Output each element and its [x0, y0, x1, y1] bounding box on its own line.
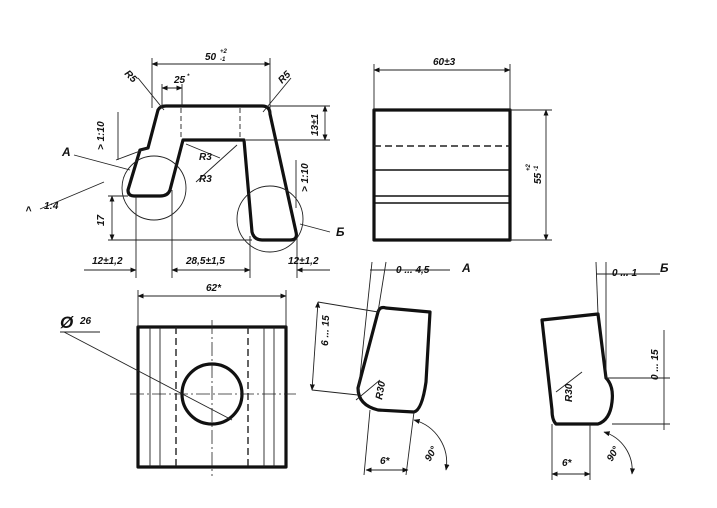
slope-left-lower: 1:4: [44, 201, 59, 212]
dim-55-tol-lower: -1: [534, 165, 540, 171]
detail-a-dim-left: 6 ... 15: [320, 315, 332, 346]
radius-r3-lower: R3: [199, 174, 212, 185]
dim-62: 62*: [206, 283, 222, 294]
slope-left-upper: > 1:10: [96, 121, 107, 150]
dim-55-tol-upper: +2: [526, 163, 532, 171]
detail-circle-b: [236, 185, 304, 253]
side-outline: [372, 108, 512, 242]
radius-r5-left: R5: [122, 68, 139, 85]
slope-marker-1-4: >: [24, 206, 35, 212]
radius-r5-right: R5: [276, 69, 293, 86]
detail-a-title: А: [461, 261, 471, 275]
dim-12-left: 12±1,2: [92, 256, 123, 267]
leader: [115, 147, 149, 161]
detail-b-radius: R30: [564, 383, 575, 402]
detail-b-dim-right: 0 ... 15: [650, 349, 661, 380]
diameter-symbol: Ø: [60, 313, 74, 332]
detail-a-profile: [356, 305, 432, 414]
dim-55: 55: [533, 172, 544, 184]
dim-12-right: 12±1,2: [288, 256, 319, 267]
detail-a-radius: R30: [374, 380, 388, 400]
detail-b-profile: [540, 312, 614, 426]
detail-b-dim-top: 0 ... 1: [612, 268, 637, 279]
radius-r3-upper: R3: [199, 152, 212, 163]
detail-a-dim-top: 0 ... 4,5: [396, 265, 430, 276]
dim-13: 13±1: [310, 113, 321, 136]
dim-50-tol-upper: +2: [220, 49, 228, 55]
bottom-view: 62* Ø 26: [60, 283, 296, 476]
dim-50: 50: [205, 52, 217, 63]
detail-b: Б 0 ... 1 0 ... 15 R30 6* 90°: [540, 261, 670, 480]
dim-25-sup: *: [187, 74, 190, 80]
diameter-26: 26: [79, 316, 92, 327]
side-view: 60±3 55 +2 -1: [372, 57, 552, 242]
dim-28-5: 28,5±1,5: [185, 256, 225, 267]
dim-25: 25: [173, 75, 186, 86]
clamp-profile: [126, 104, 298, 242]
detail-b-angle: 90°: [605, 444, 623, 463]
detail-b-dim-bottom: 6*: [562, 458, 573, 469]
detail-a-angle: 90°: [423, 444, 441, 463]
detail-b-title: Б: [660, 261, 669, 275]
front-view: 50 +2 -1 25 * R5 R5 13±1 R3 R3 > 1:10 А: [24, 49, 345, 278]
label-a: А: [61, 145, 71, 159]
label-b: Б: [336, 225, 345, 239]
dim-50-tol-lower: -1: [220, 57, 226, 63]
slope-right: > 1:10: [300, 163, 311, 192]
dim-17: 17: [96, 214, 107, 226]
detail-a-dim-bottom: 6*: [380, 456, 391, 467]
dim-60: 60±3: [433, 57, 456, 68]
diameter-leader: [63, 331, 233, 421]
detail-a: А 0 ... 4,5 6 ... 15 R30 6* 90°: [309, 261, 471, 476]
detail-circle-a: [121, 155, 187, 221]
